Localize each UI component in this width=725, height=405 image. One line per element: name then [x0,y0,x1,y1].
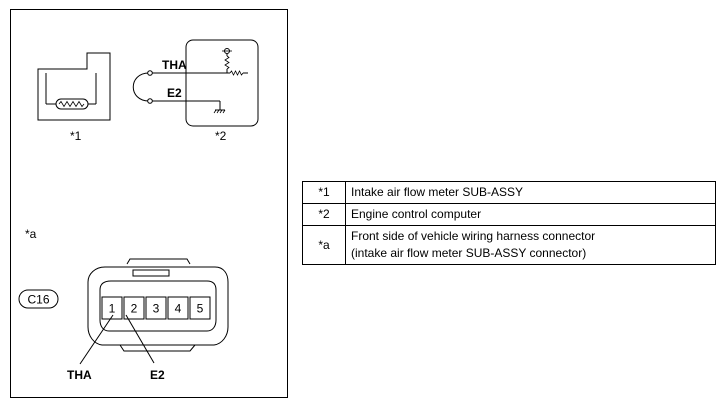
legend-description-line: (intake air flow meter SUB-ASSY connecto… [351,246,587,260]
connector-housing [87,258,229,352]
pin1-leader [79,314,114,365]
sensor-body [37,52,111,121]
pin-tha-label: THA [67,368,92,382]
ecu-box [185,39,259,127]
connector-pins: 1 2 3 4 5 [101,296,211,320]
pin-number: 3 [153,302,160,316]
view-label: *a [25,227,37,241]
legend-row: *1 Intake air flow meter SUB-ASSY [302,181,716,204]
ecu-label: *2 [215,129,227,143]
signal-e2-label: E2 [167,86,182,100]
signal-tha-label: THA [162,58,187,72]
pin-cell-1: 1 [101,296,123,320]
connector-code: C16 [27,293,49,307]
pin-number: 2 [131,302,138,316]
sensor-label: *1 [70,129,82,143]
legend-description-line: Front side of vehicle wiring harness con… [351,229,596,243]
legend-row: *a Front side of vehicle wiring harness c… [302,225,716,265]
pin-number: 1 [109,302,116,316]
pin-number: 4 [175,302,182,316]
pin-number: 5 [197,302,204,316]
signal-resistor-icon [229,70,248,76]
legend-description: Front side of vehicle wiring harness con… [345,225,716,265]
legend-description: Intake air flow meter SUB-ASSY [345,181,716,204]
legend-key: *a [302,225,346,265]
terminal-e2 [147,98,153,104]
legend-key: *2 [302,203,346,226]
legend-description-line: Engine control computer [351,207,482,221]
connector-c16-badge: C16 [18,289,59,309]
legend-key: *1 [302,181,346,204]
legend-description: Engine control computer [345,203,716,226]
terminal-tha [147,70,153,76]
thermistor-icon [45,73,97,110]
figure-panel [10,9,288,398]
legend-description-line: Intake air flow meter SUB-ASSY [351,185,524,199]
pin-cell-3: 3 [145,296,167,320]
pin-cell-4: 4 [167,296,189,320]
pullup-resistor-icon [222,48,232,73]
pin-cell-5: 5 [189,296,211,320]
pin2-leader [125,314,155,364]
pin-cell-2: 2 [123,296,145,320]
legend-row: *2 Engine control computer [302,203,716,226]
pin-e2-label: E2 [150,368,165,382]
harness-loop [132,72,150,102]
legend-table: *1 Intake air flow meter SUB-ASSY *2 Engine… [302,181,716,265]
ground-icon [213,101,226,114]
